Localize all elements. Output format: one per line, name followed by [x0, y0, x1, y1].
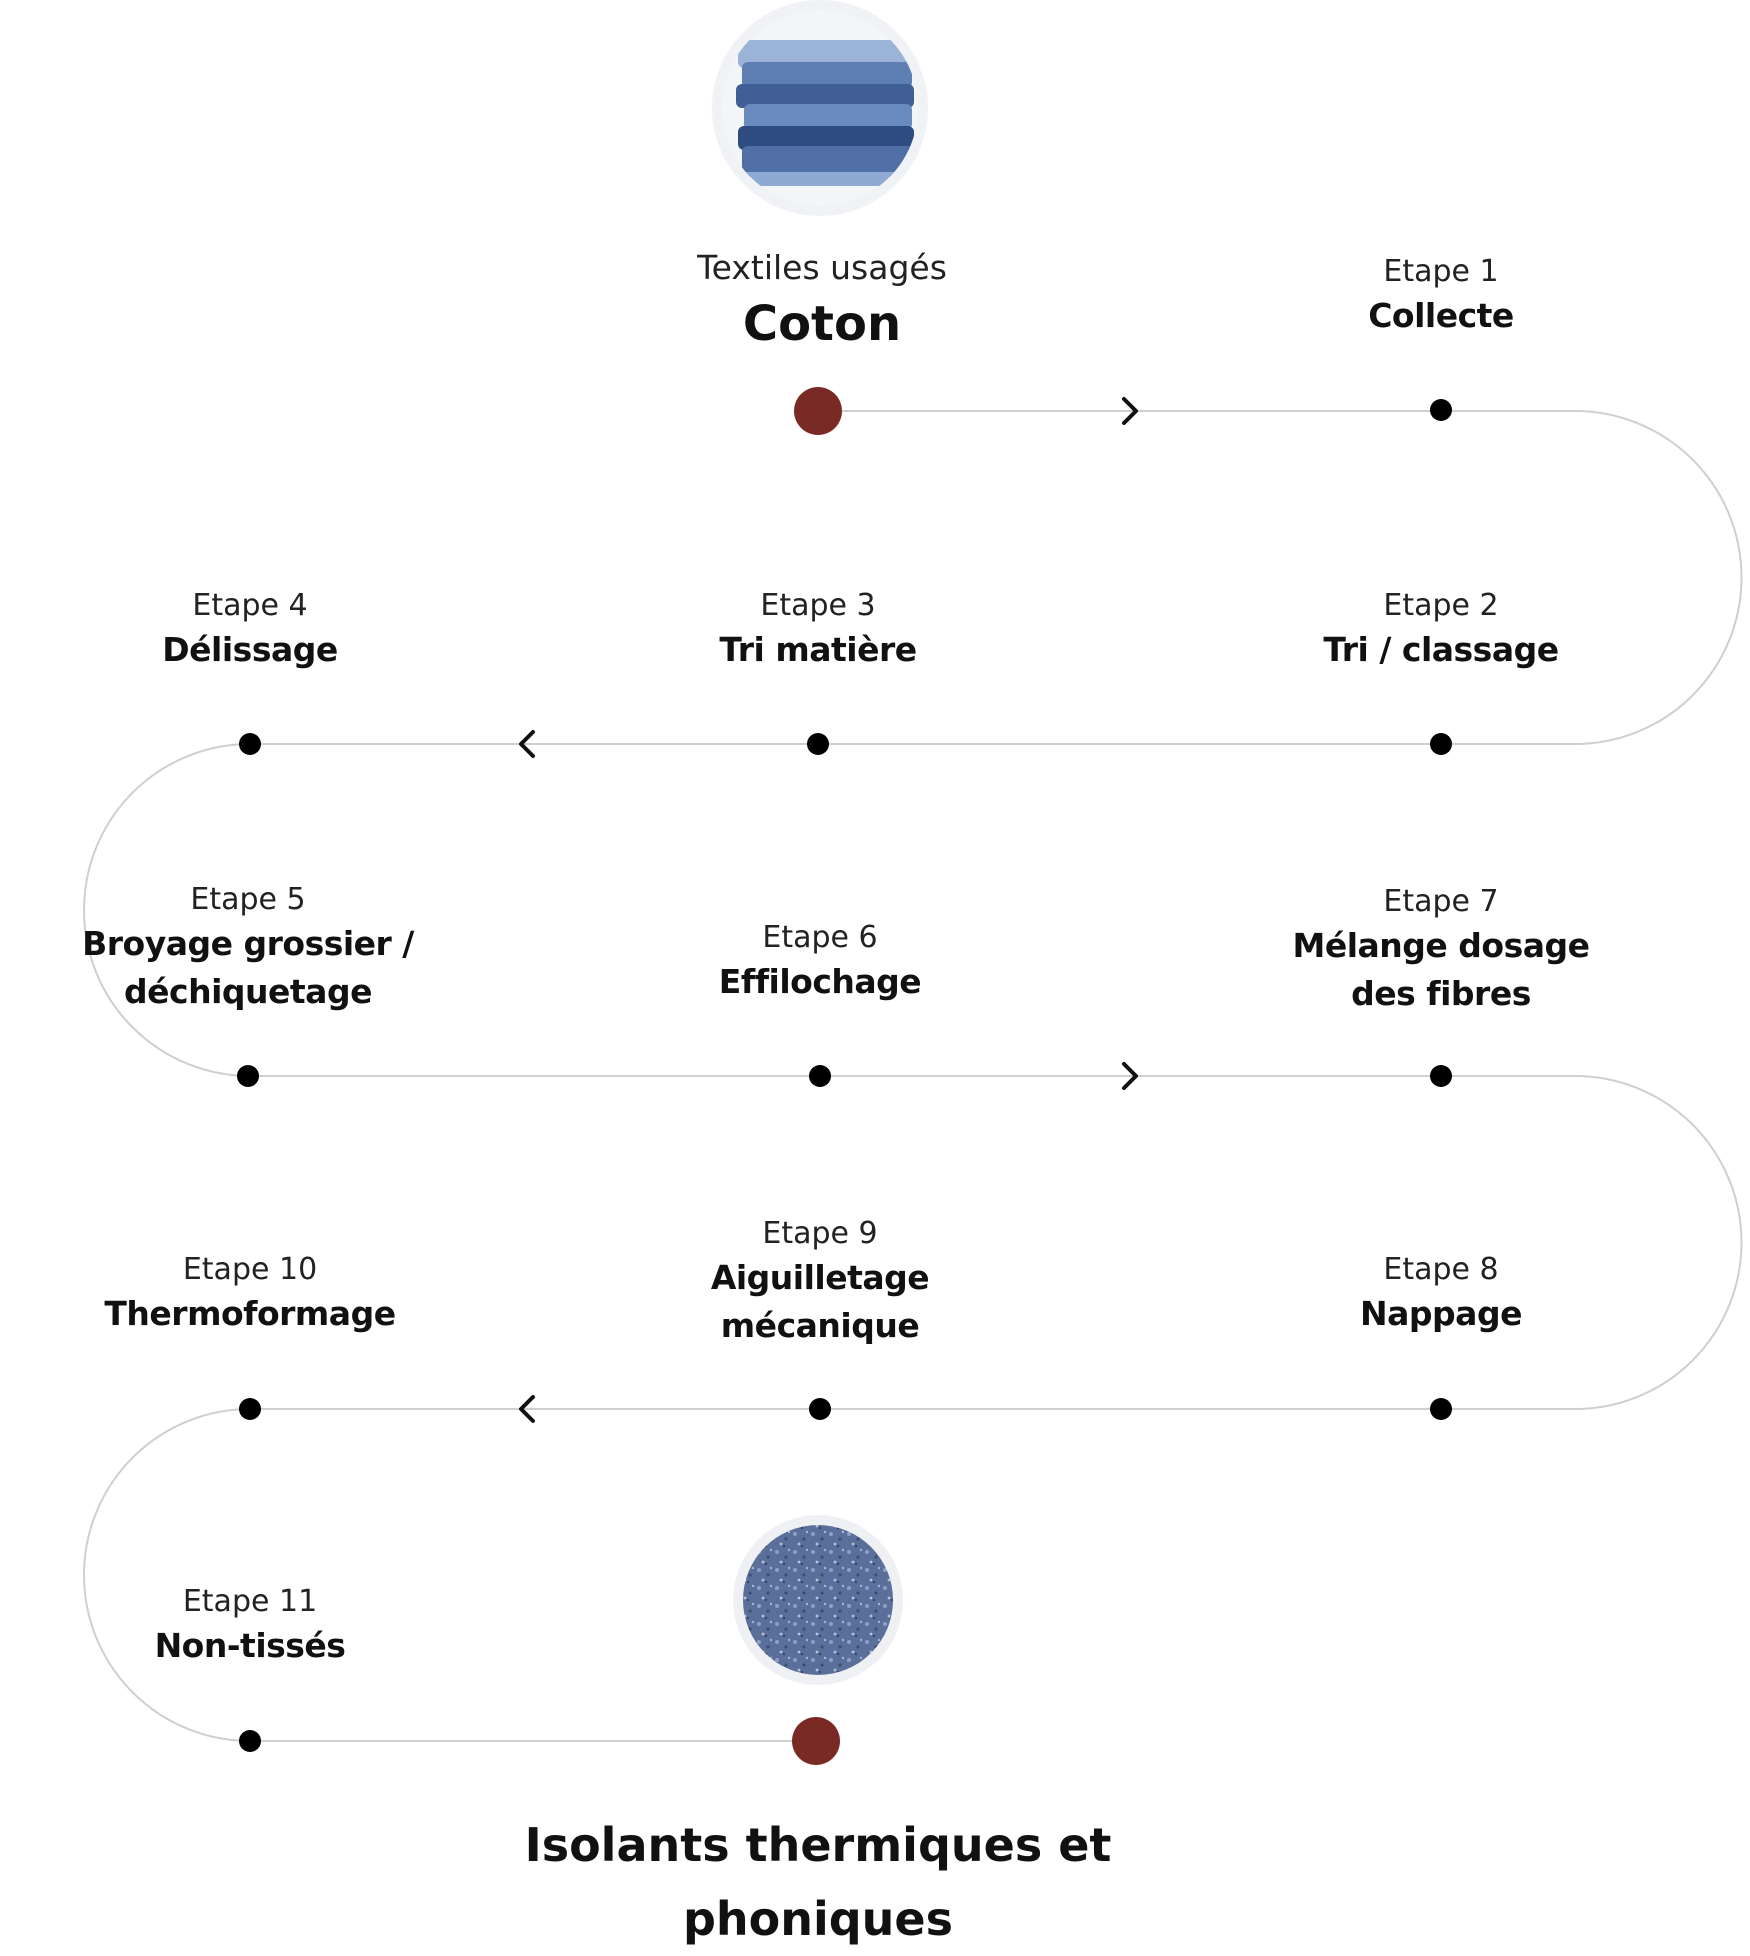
step-dot-5: [237, 1065, 259, 1087]
step-label-10: Etape 10 Thermoformage: [104, 1250, 396, 1338]
step-label-9: Etape 9 Aiguilletage mécanique: [710, 1214, 930, 1350]
end-title-line1: Isolants thermiques et: [524, 1818, 1112, 1872]
step-dot-6: [809, 1065, 831, 1087]
step-name: Non-tissés: [154, 1626, 346, 1665]
step-dot-3: [807, 733, 829, 755]
flow-path: [83, 410, 1743, 1742]
step-name-line2: déchiquetage: [124, 972, 372, 1011]
step-dot-8: [1430, 1398, 1452, 1420]
step-name: Tri matière: [719, 630, 917, 669]
step-label-1: Etape 1 Collecte: [1368, 252, 1514, 340]
step-name: Thermoformage: [104, 1294, 396, 1333]
step-number: Etape 3: [760, 588, 876, 623]
step-name: Nappage: [1360, 1294, 1522, 1333]
end-dot: [792, 1717, 840, 1765]
fiber-insulation-photo: [733, 1515, 903, 1685]
step-number: Etape 5: [190, 882, 306, 917]
step-label-8: Etape 8 Nappage: [1360, 1250, 1522, 1338]
step-number: Etape 10: [182, 1252, 318, 1287]
step-number: Etape 7: [1383, 884, 1499, 919]
step-label-4: Etape 4 Délissage: [162, 586, 338, 674]
step-number: Etape 6: [762, 920, 878, 955]
step-dot-11: [239, 1730, 261, 1752]
step-dot-1: [1430, 399, 1452, 421]
step-label-6: Etape 6 Effilochage: [718, 918, 922, 1006]
start-title: Coton: [742, 296, 902, 352]
step-number: Etape 8: [1383, 1252, 1499, 1287]
step-number: Etape 4: [192, 588, 308, 623]
chevron-right-icon: [1122, 397, 1138, 425]
denim-stack-photo: [712, 0, 928, 216]
step-number: Etape 11: [182, 1584, 318, 1619]
step-name: Tri / classage: [1323, 630, 1559, 669]
step-dot-7: [1430, 1065, 1452, 1087]
start-subtitle: Textiles usagés: [697, 248, 947, 287]
step-dot-9: [809, 1398, 831, 1420]
end-title: Isolants thermiques et phoniques: [525, 1808, 1112, 1956]
chevron-right-icon: [1122, 1062, 1138, 1090]
step-number: Etape 1: [1383, 254, 1499, 289]
start-dot: [794, 387, 842, 435]
step-dot-4: [239, 733, 261, 755]
end-title-line2: phoniques: [682, 1892, 954, 1946]
step-number: Etape 2: [1383, 588, 1499, 623]
step-label-7: Etape 7 Mélange dosage des fibres: [1292, 882, 1591, 1018]
step-label-2: Etape 2 Tri / classage: [1323, 586, 1559, 674]
step-number: Etape 9: [762, 1216, 878, 1251]
step-dot-10: [239, 1398, 261, 1420]
step-name: Broyage grossier /: [82, 924, 414, 963]
chevron-left-icon: [519, 1395, 535, 1423]
step-name: Délissage: [162, 630, 338, 669]
step-name-line2: des fibres: [1351, 974, 1531, 1013]
step-name: Mélange dosage: [1292, 926, 1591, 965]
step-label-5: Etape 5 Broyage grossier / déchiquetage: [82, 880, 414, 1016]
step-name-line2: mécanique: [720, 1306, 920, 1345]
step-dot-2: [1430, 733, 1452, 755]
step-label-11: Etape 11 Non-tissés: [155, 1582, 346, 1670]
step-name: Effilochage: [718, 962, 922, 1001]
step-name: Aiguilletage: [710, 1258, 930, 1297]
step-label-3: Etape 3 Tri matière: [719, 586, 917, 674]
step-name: Collecte: [1368, 296, 1514, 335]
chevron-left-icon: [519, 730, 535, 758]
